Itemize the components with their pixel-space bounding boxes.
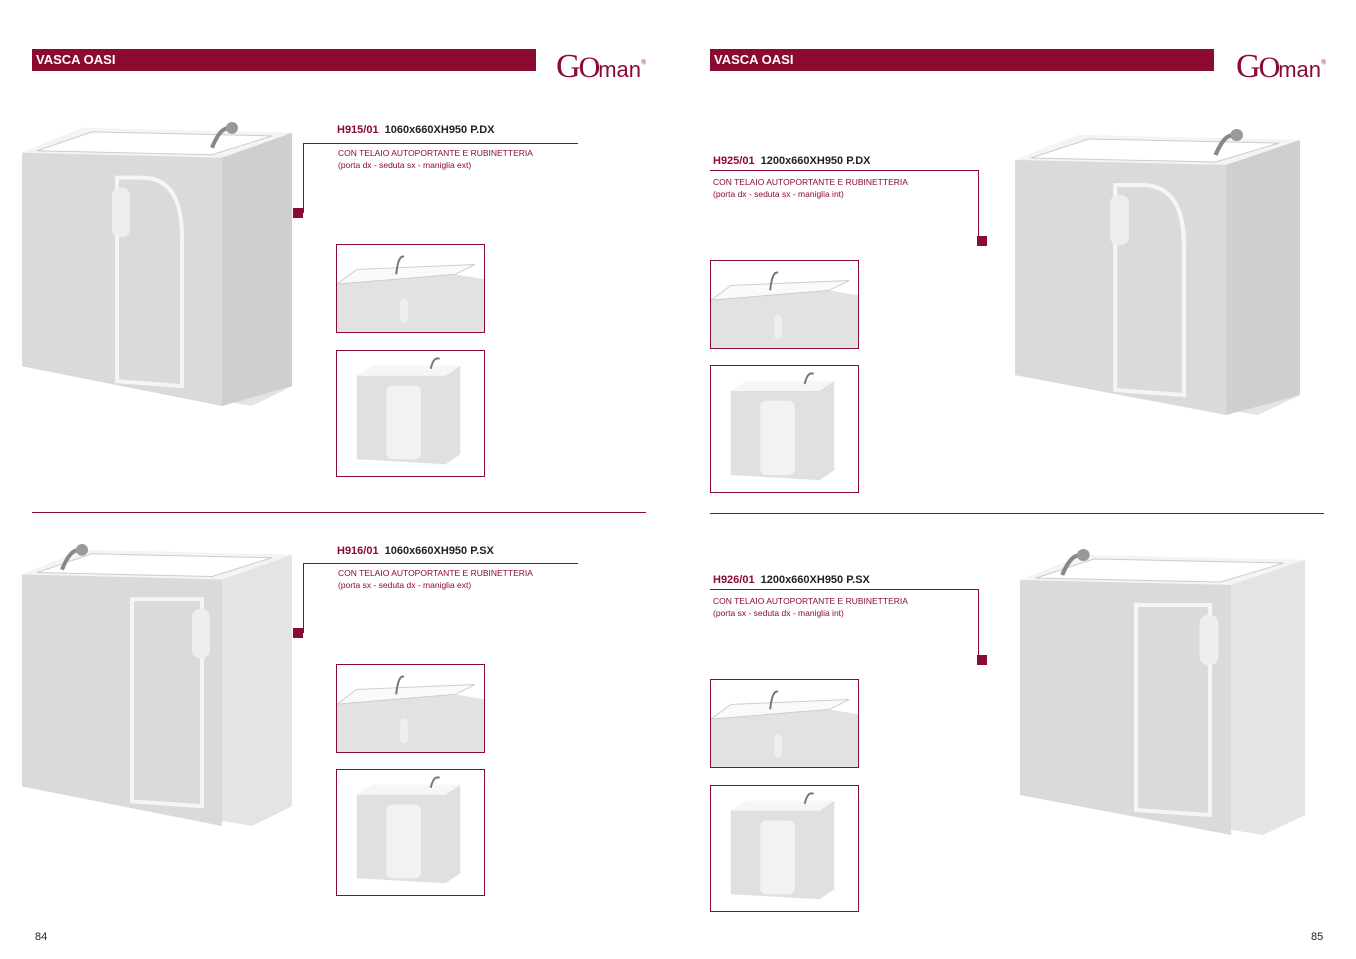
brand-logo: GOman® (1236, 48, 1327, 85)
product-thumb-image (710, 365, 859, 493)
title-rule-vertical (303, 143, 304, 213)
product-thumb-image (336, 350, 485, 477)
bullet-square (977, 655, 987, 665)
title-rule-vertical (303, 563, 304, 633)
bullet-square (293, 628, 303, 638)
product-description: CON TELAIO AUTOPORTANTE E RUBINETTERIA (p… (713, 176, 908, 200)
section-header: VASCA OASI (710, 49, 1214, 71)
description-line: CON TELAIO AUTOPORTANTE E RUBINETTERIA (338, 568, 533, 578)
product-title: H925/01 1200x660XH950 P.DX (713, 155, 870, 167)
product-detail-image (336, 664, 485, 753)
bullet-square (293, 208, 303, 218)
description-line: (porta dx - seduta sx - maniglia int) (713, 189, 844, 199)
product-main-image (22, 118, 292, 406)
product-dimensions: 1060x660XH950 P.DX (384, 124, 495, 136)
product-detail-image (336, 244, 485, 333)
product-main-image (1020, 545, 1305, 835)
product-code: H926/01 (713, 574, 755, 586)
description-line: CON TELAIO AUTOPORTANTE E RUBINETTERIA (338, 148, 533, 158)
description-line: CON TELAIO AUTOPORTANTE E RUBINETTERIA (713, 596, 908, 606)
brand-logo: GOman® (556, 48, 647, 85)
product-code: H916/01 (337, 545, 379, 557)
description-line: (porta sx - seduta dx - maniglia int) (713, 608, 844, 618)
product-main-image (22, 540, 292, 826)
title-rule-vertical (978, 170, 979, 240)
title-rule (303, 563, 578, 564)
product-description: CON TELAIO AUTOPORTANTE E RUBINETTERIA (p… (338, 567, 533, 591)
page-number: 84 (35, 931, 48, 943)
product-thumb-image (710, 785, 859, 912)
product-description: CON TELAIO AUTOPORTANTE E RUBINETTERIA (p… (338, 147, 533, 171)
title-rule (303, 143, 578, 144)
title-rule (710, 170, 978, 171)
product-detail-image (710, 679, 859, 768)
description-line: (porta dx - seduta sx - maniglia ext) (338, 160, 472, 170)
page-number: 85 (1311, 931, 1324, 943)
product-dimensions: 1200x660XH950 P.DX (760, 155, 871, 167)
product-thumb-image (336, 769, 485, 896)
product-main-image (1015, 125, 1300, 415)
product-detail-image (710, 260, 859, 349)
title-rule (710, 589, 978, 590)
product-dimensions: 1060x660XH950 P.SX (384, 545, 494, 557)
product-title: H926/01 1200x660XH950 P.SX (713, 574, 870, 586)
product-dimensions: 1200x660XH950 P.SX (760, 574, 870, 586)
product-description: CON TELAIO AUTOPORTANTE E RUBINETTERIA (p… (713, 595, 908, 619)
section-divider (32, 512, 646, 513)
description-line: (porta sx - seduta dx - maniglia ext) (338, 580, 472, 590)
title-rule-vertical (978, 589, 979, 659)
description-line: CON TELAIO AUTOPORTANTE E RUBINETTERIA (713, 177, 908, 187)
product-title: H915/01 1060x660XH950 P.DX (337, 124, 494, 136)
section-divider (710, 513, 1324, 514)
product-title: H916/01 1060x660XH950 P.SX (337, 545, 494, 557)
section-header: VASCA OASI (32, 49, 536, 71)
bullet-square (977, 236, 987, 246)
product-code: H915/01 (337, 124, 379, 136)
product-code: H925/01 (713, 155, 755, 167)
